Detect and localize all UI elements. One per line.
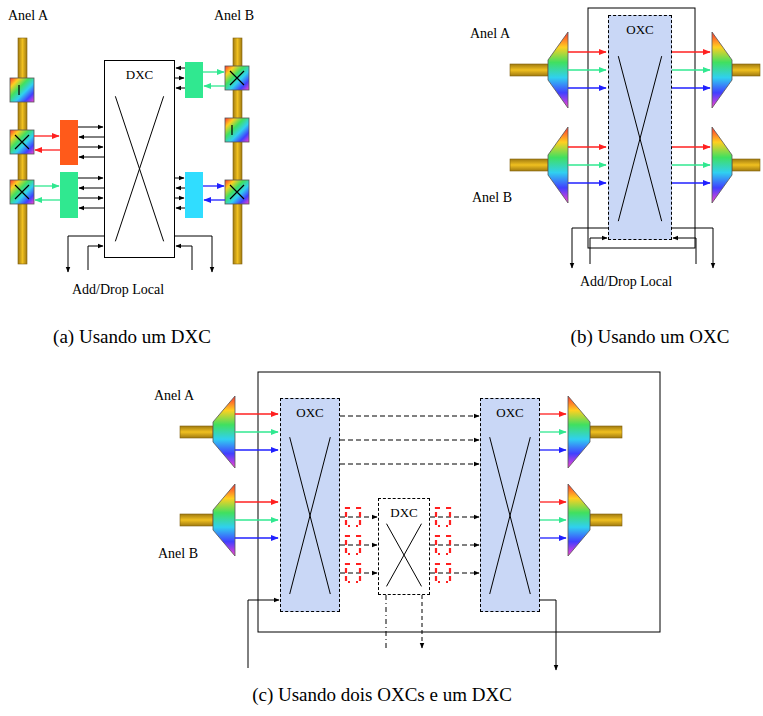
node-title: OXC bbox=[281, 399, 339, 421]
subfigure-caption: (c) Usando dois OXCs e um DXC bbox=[252, 684, 512, 706]
node-title: OXC bbox=[481, 399, 539, 421]
bracket bbox=[436, 508, 450, 526]
connector bbox=[340, 416, 479, 417]
panel-a bbox=[10, 38, 249, 272]
cross-symbol bbox=[481, 399, 539, 611]
bracket bbox=[346, 508, 360, 526]
ring-label: Anel B bbox=[472, 190, 512, 206]
ring-label: Anel A bbox=[154, 388, 194, 404]
bracket bbox=[346, 564, 360, 582]
oxc-box: OXC bbox=[280, 398, 340, 612]
connector bbox=[430, 517, 479, 518]
ring-label: Anel B bbox=[214, 8, 254, 24]
connector bbox=[340, 440, 479, 441]
node-title: DXC bbox=[105, 61, 174, 83]
ring-label: Add/Drop Local bbox=[580, 274, 672, 290]
oxc-box: OXC bbox=[608, 15, 672, 240]
subfigure-caption: (a) Usando um DXC bbox=[53, 326, 211, 348]
node-title: OXC bbox=[609, 16, 671, 38]
cross-symbol bbox=[609, 16, 671, 239]
cross-symbol bbox=[105, 61, 174, 257]
dxc-box: DXC bbox=[104, 60, 175, 258]
subfigure-caption: (b) Usando um OXC bbox=[571, 326, 730, 348]
node-title: DXC bbox=[379, 499, 429, 521]
oxc-box: OXC bbox=[480, 398, 540, 612]
connector bbox=[430, 545, 479, 546]
bracket bbox=[436, 536, 450, 554]
connector bbox=[340, 464, 479, 465]
ring-label: Add/Drop Local bbox=[72, 282, 164, 298]
panel-c bbox=[180, 372, 660, 670]
ring-label: Anel B bbox=[158, 546, 198, 562]
bracket bbox=[346, 536, 360, 554]
bracket bbox=[436, 564, 450, 582]
cross-symbol bbox=[281, 399, 339, 611]
connector bbox=[430, 573, 479, 574]
ring-label: Anel A bbox=[470, 26, 510, 42]
ring-label: Anel A bbox=[8, 8, 48, 24]
dxc-box: DXC bbox=[378, 498, 430, 595]
panel-b bbox=[510, 8, 760, 268]
